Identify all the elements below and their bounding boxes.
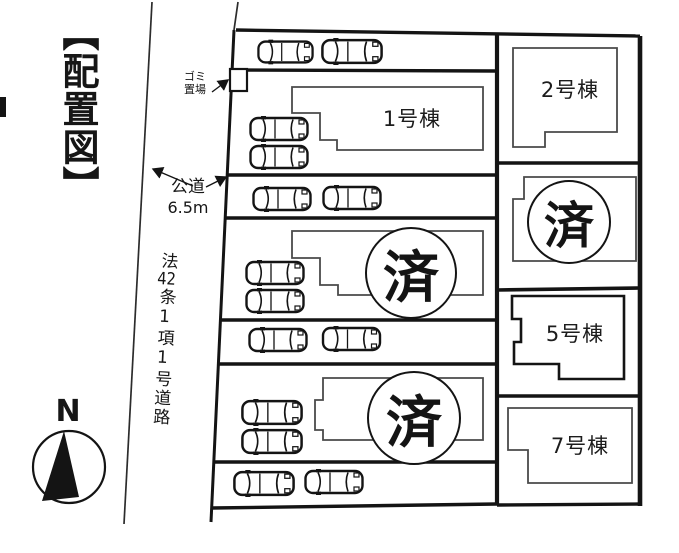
building-5-label: 5号棟 [545, 322, 605, 346]
car-icon [245, 260, 305, 286]
car-icon [249, 116, 309, 142]
car-icon [252, 186, 312, 212]
scan-artifact [0, 97, 6, 117]
car-icon [241, 399, 303, 426]
annotation-arrows [151, 79, 230, 188]
car-icon [321, 326, 382, 352]
road-law-suffix: 条1項1号道路 [148, 287, 177, 428]
road-law-number: 42 [156, 270, 177, 289]
compass-icon [31, 429, 107, 505]
sold-stamp: 済 [527, 180, 611, 264]
car-icon [321, 38, 383, 65]
road-name: 公道 [171, 177, 205, 197]
building-2-outline [512, 47, 618, 148]
car-icon [241, 428, 303, 455]
car-icon [257, 39, 314, 65]
sold-stamp: 済 [365, 227, 457, 319]
building-1-label: 1号棟 [382, 107, 442, 131]
car-icon [322, 185, 382, 211]
building-7-label: 7号棟 [550, 434, 610, 458]
road-law-prefix: 法 [157, 251, 178, 272]
car-icon [245, 288, 305, 314]
car-icon [304, 469, 364, 495]
building-7-outline [507, 407, 633, 484]
road-width: 6.5m [167, 198, 209, 218]
lot-boundaries [209, 28, 643, 523]
car-icon [233, 470, 295, 497]
garbage-area-box [228, 67, 249, 93]
page-title: 【配置図】 [56, 14, 99, 204]
building-2-label: 2号棟 [540, 78, 600, 102]
sold-stamp: 済 [367, 371, 461, 465]
building-1-outline [291, 86, 484, 151]
car-icon [249, 144, 309, 170]
road-lines [123, 1, 239, 525]
compass-north-label: N [55, 394, 81, 429]
garbage-area-label: ゴミ置場 [184, 70, 206, 97]
road-label: 公道 6.5m [154, 177, 222, 218]
building-5-outline [510, 294, 626, 381]
car-icon [248, 327, 308, 353]
